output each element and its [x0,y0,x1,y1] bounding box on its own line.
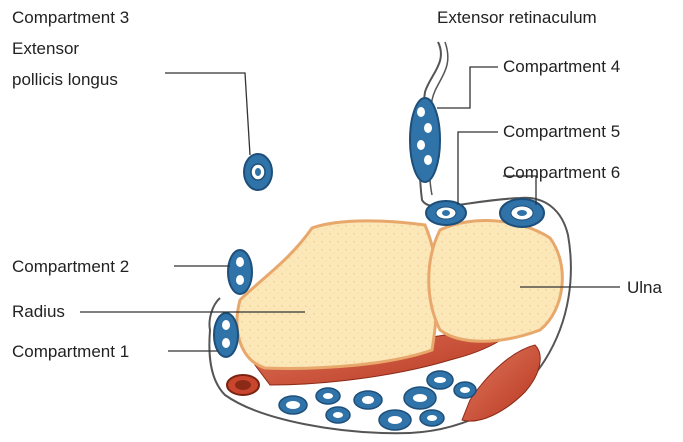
compartment-5-sheath [426,201,466,225]
label-pollicis-longus: pollicis longus [12,70,118,90]
label-ulna: Ulna [627,278,662,298]
radius-bone [237,221,437,369]
label-compartment-2: Compartment 2 [12,257,129,277]
label-radius: Radius [12,302,65,322]
label-extensor: Extensor [12,39,79,59]
compartment-3-sheath [244,154,272,190]
label-extensor-retinaculum: Extensor retinaculum [437,8,597,28]
leader-compartment-4 [437,67,498,108]
label-compartment-6: Compartment 6 [503,163,620,183]
leader-compartment-3 [165,73,250,155]
ulna-bone [429,221,563,342]
compartment-4-sheath [410,98,440,182]
leader-compartment-5 [458,132,498,205]
label-compartment-1: Compartment 1 [12,342,129,362]
label-compartment-5: Compartment 5 [503,122,620,142]
compartment-6-sheath [500,199,544,227]
label-compartment-3: Compartment 3 [12,8,129,28]
ulnar-muscle [462,345,540,421]
label-compartment-4: Compartment 4 [503,57,620,77]
compartment-2-sheath [228,250,252,294]
